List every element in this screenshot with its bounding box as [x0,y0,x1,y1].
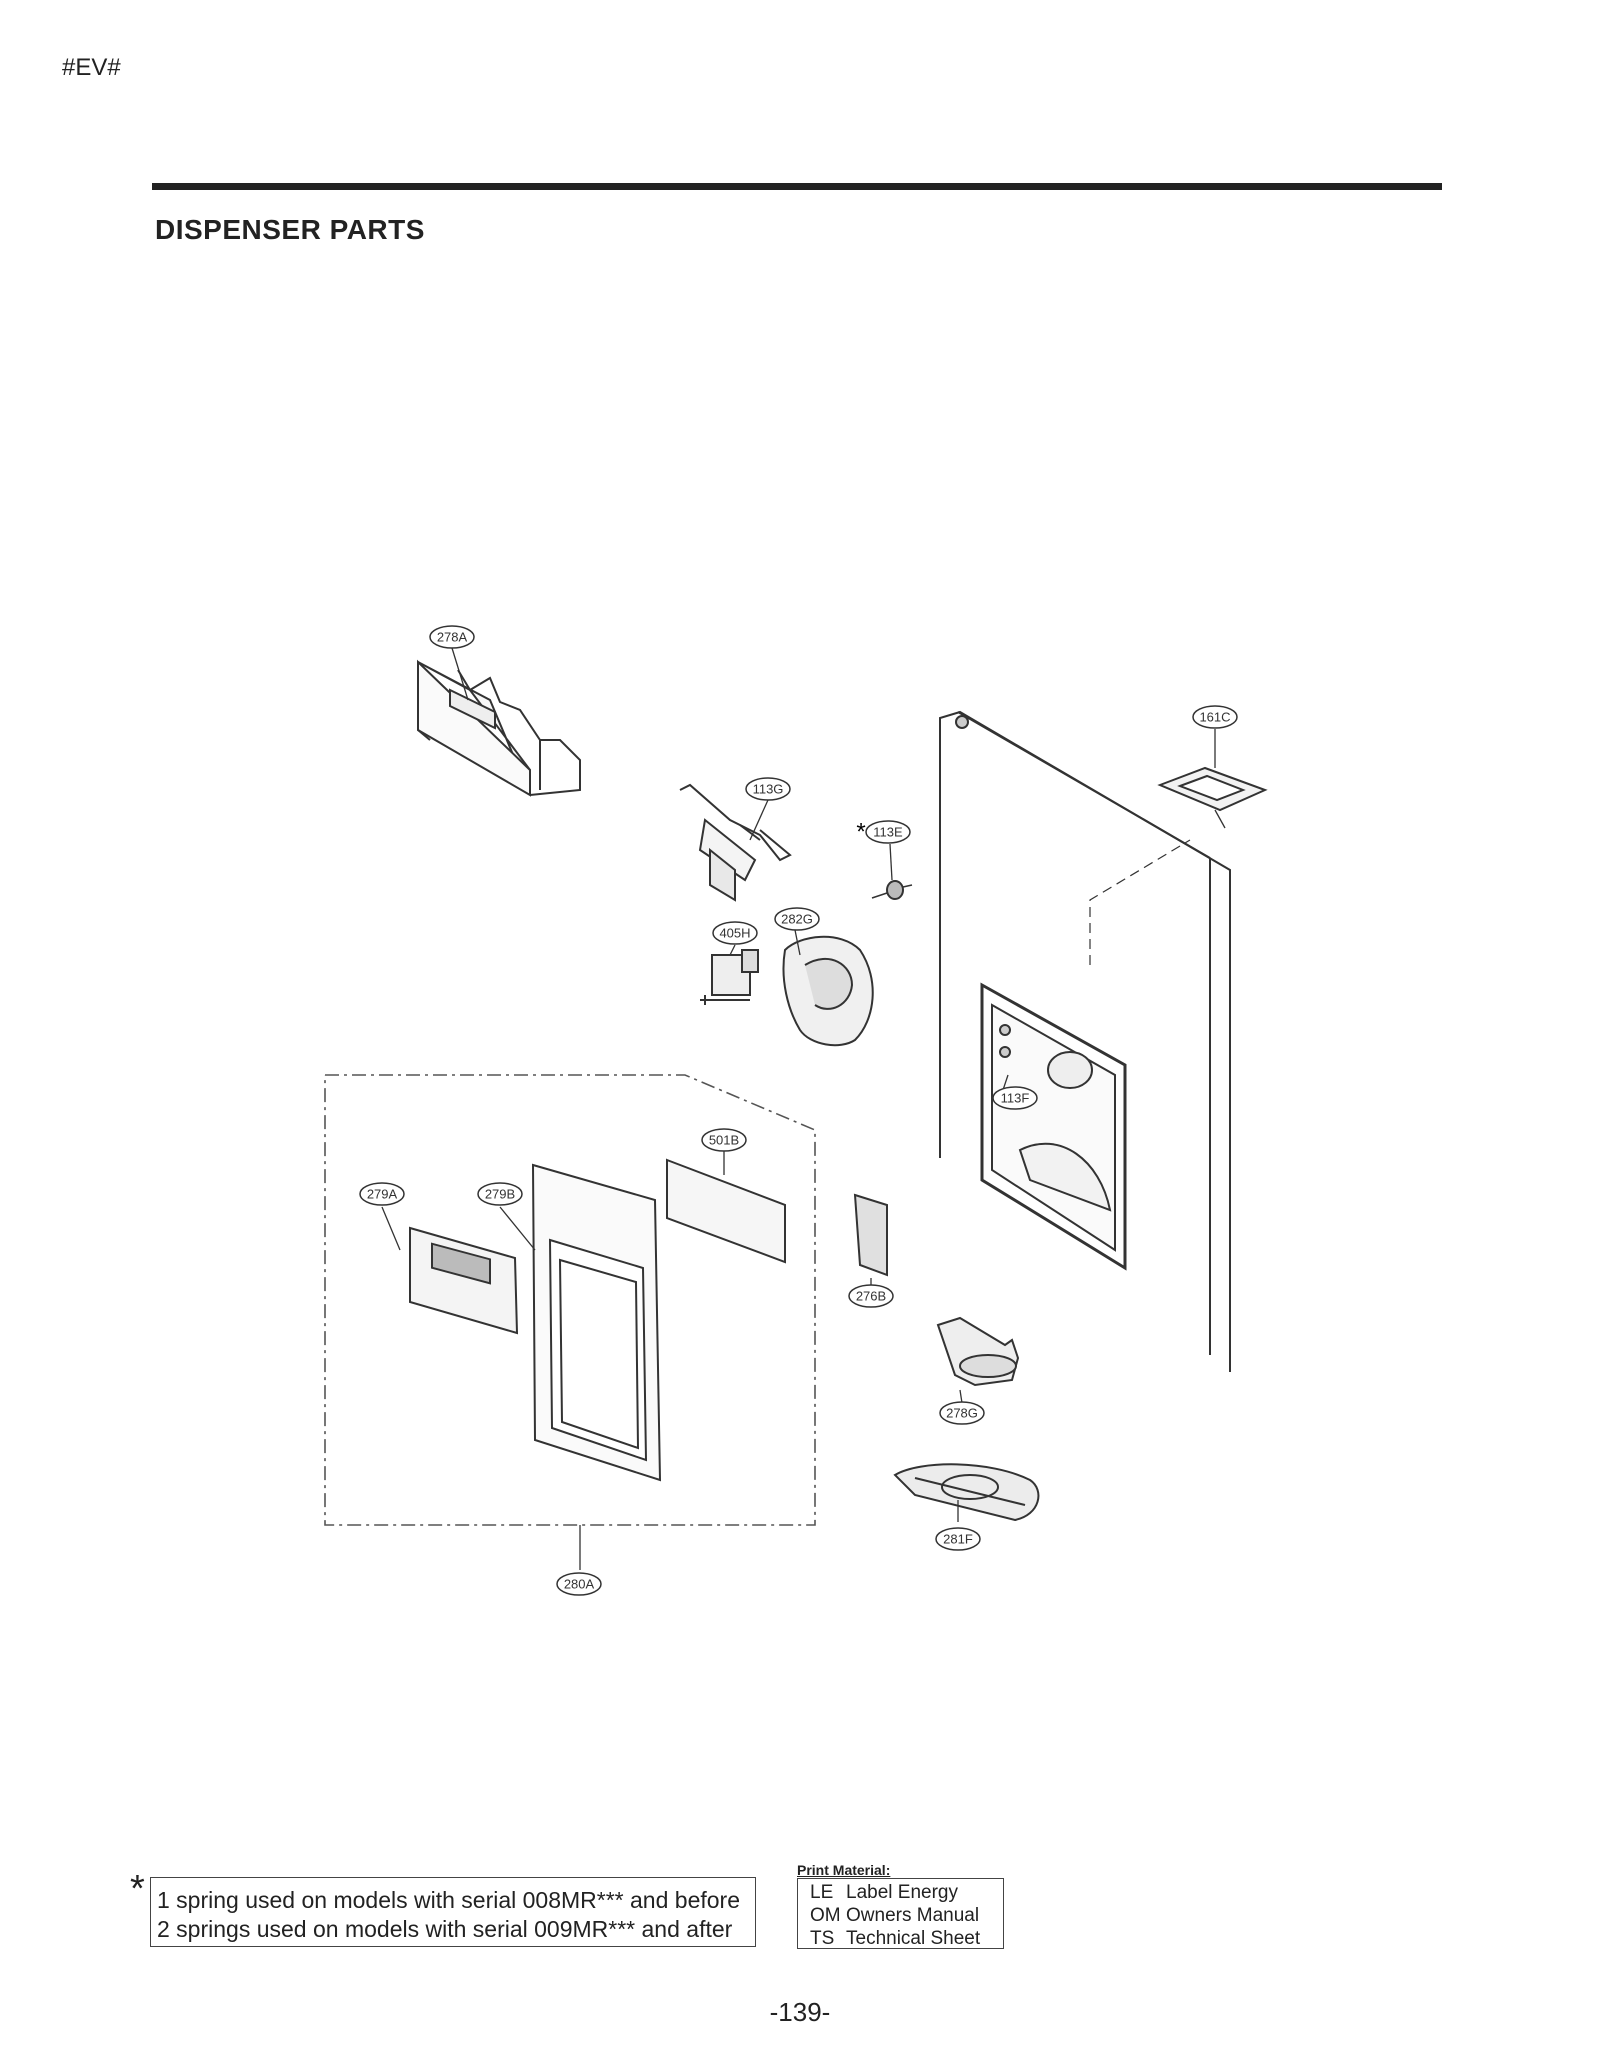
part-279a-panel [409,1226,519,1335]
callout-501b-bubble [701,1128,747,1152]
print-material-code: OM [810,1905,841,1926]
print-material-code: TS [810,1928,835,1949]
print-material-label: Owners Manual [846,1905,980,1926]
print-material-label: Technical Sheet [846,1928,981,1949]
part-161c-seal [1157,766,1268,812]
print-material-row: TS Technical Sheet [810,1927,1003,1950]
print-material-row: LE Label Energy [810,1881,1003,1904]
part-501b-pcb [666,1158,786,1264]
section-title: DISPENSER PARTS [155,214,425,245]
model-code: #EV# [62,54,121,81]
callout-113e-bubble [865,820,911,844]
callout-280a: 280A [564,1577,595,1592]
leader-lines [381,647,1226,1570]
callout-279b: 279B [485,1187,515,1202]
callout-279a: 279A [367,1187,398,1202]
callout-281f: 281F [943,1532,973,1547]
footnote-line-1: 1 spring used on models with serial 008M… [157,1887,740,1913]
footnote-marker: * [130,1868,145,1910]
print-material-title: Print Material: [797,1862,891,1878]
callout-278a-bubble [429,625,475,649]
page-number: -139- [769,1997,831,2027]
callout-276b-bubble [848,1284,894,1308]
callout-161c-bubble [1192,705,1238,729]
callout-281f-bubble [935,1527,981,1551]
callout-282g: 282G [781,912,813,927]
part-dispenser-recess [980,982,1127,1271]
part-282g-cover [782,935,874,1047]
callout-276b: 276B [856,1289,886,1304]
callout-113f: 113F [1001,1091,1030,1106]
callout-278g: 278G [946,1406,978,1421]
callout-278a: 278A [437,630,468,645]
callout-282g-bubble [774,907,820,931]
callout-113f-bubble [992,1086,1038,1110]
part-281f-tray [893,1463,1040,1522]
callout-405h: 405H [719,926,750,941]
print-material-label: Label Energy [846,1882,958,1903]
callout-501b: 501B [709,1133,739,1148]
callout-113g-bubble [745,777,791,801]
callout-279a-bubble [359,1182,405,1206]
callout-280a-bubble [556,1572,602,1596]
part-279b-frame [531,1163,662,1482]
group-280a-outline [324,1074,816,1526]
callout-405h-bubble [712,921,758,945]
print-material-code: LE [810,1882,834,1903]
part-278a-bracket [417,659,581,797]
part-door-outline [939,710,1231,1372]
part-113g-bracket [679,783,792,902]
callout-278g-bubble [939,1401,985,1425]
part-278g-chute [936,1316,1020,1387]
part-405h-switch [700,949,759,1005]
footnote-box: 1 spring used on models with serial 008M… [150,1877,756,1947]
callout-113g: 113G [753,782,784,797]
callout-113e: 113E [873,825,903,840]
part-276b-pad [853,1193,888,1277]
footnote-line-2: 2 springs used on models with serial 009… [157,1916,733,1942]
callout-113e-asterisk: * [856,819,865,846]
part-113e-spring [871,880,913,900]
top-rule [152,183,1442,190]
callout-161c: 161C [1199,710,1230,725]
callout-279b-bubble [477,1182,523,1206]
